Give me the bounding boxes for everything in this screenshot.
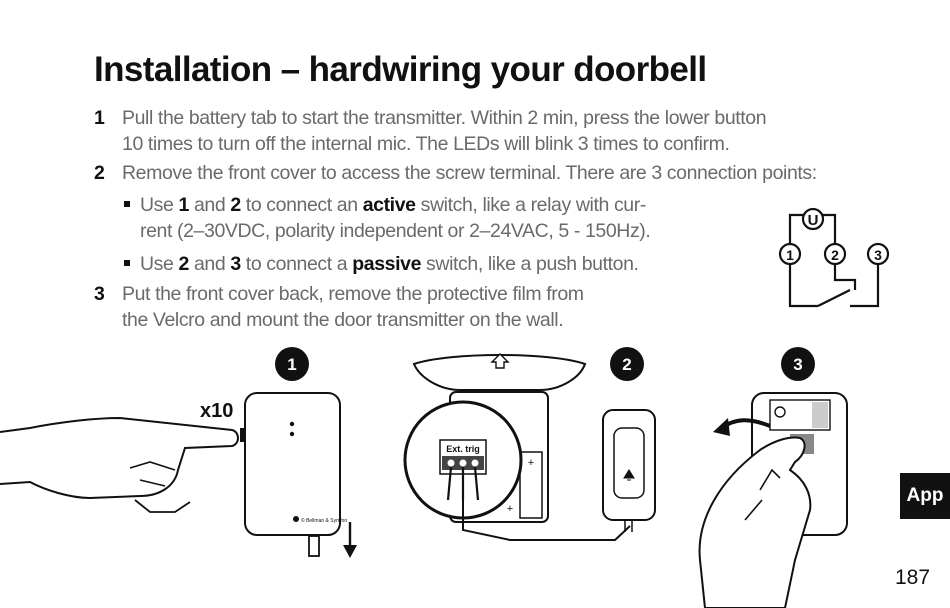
- step-text-line: Pull the battery tab to start the transm…: [122, 107, 767, 129]
- hand-peeling-icon: [698, 436, 812, 608]
- terminal-2-icon: [823, 242, 847, 266]
- page-number: 187: [895, 566, 931, 589]
- arrow-down-icon: [343, 545, 357, 558]
- terminal-u-icon: [801, 207, 825, 231]
- terminal-1-icon: [778, 242, 802, 266]
- wiring-diagram: [778, 207, 890, 308]
- hand-icon: [0, 416, 239, 500]
- terminal-2-label: 2: [831, 247, 839, 263]
- transmitter-device: [244, 392, 341, 536]
- step-number: 2: [94, 162, 105, 184]
- step-text-line: Remove the front cover to access the scr…: [122, 162, 817, 184]
- brand-mark: © Bellman & Symfon: [301, 517, 347, 524]
- figure-2-badge: [610, 347, 644, 381]
- wire: [462, 500, 631, 541]
- battery-tab: [308, 535, 320, 557]
- front-cover: [412, 354, 587, 391]
- figure-1-press-button: 1 x10 © Bellman & Symfon: [0, 347, 357, 558]
- figure-2-badge-label: 2: [622, 355, 631, 374]
- bullet-text-line: Use 2 and 3 to connect a passive switch,…: [140, 253, 639, 275]
- terminal-3-icon: [866, 242, 890, 266]
- figure-3-mount: 3: [698, 347, 848, 608]
- step-text-line: Put the front cover back, remove the pro…: [122, 283, 584, 305]
- step-3: 3 Put the front cover back, remove the p…: [94, 281, 584, 333]
- bullet-passive-switch: Use 2 and 3 to connect a passive switch,…: [124, 251, 639, 277]
- mounting-hole-icon: [774, 406, 786, 418]
- page-title: Installation – hardwiring your doorbell: [94, 50, 707, 89]
- step-text-line: the Velcro and mount the door transmitte…: [122, 309, 564, 331]
- figure-3-badge-label: 3: [793, 355, 802, 374]
- step-text-line: 10 times to turn off the internal mic. T…: [122, 133, 730, 155]
- app-section-tab[interactable]: App: [900, 473, 950, 519]
- figure-1-badge: [275, 347, 309, 381]
- bullet-active-switch: Use 1 and 2 to connect an active switch,…: [124, 192, 651, 244]
- step-number: 1: [94, 107, 105, 129]
- step-number: 3: [94, 283, 105, 305]
- figure-2-wiring: 2 + + Ext. trig: [403, 347, 656, 541]
- svg-text:+: +: [507, 503, 513, 515]
- svg-text:+: +: [528, 457, 534, 469]
- step-1: 1 Pull the battery tab to start the tran…: [94, 105, 767, 157]
- arrow-left-icon: [713, 418, 730, 436]
- bell-icon: [623, 469, 635, 481]
- terminal-3-label: 3: [874, 247, 882, 263]
- terminal-1-label: 1: [786, 247, 794, 263]
- battery-icon: [519, 451, 543, 519]
- step-2: 2 Remove the front cover to access the s…: [94, 160, 817, 186]
- terminal-u-label: U: [808, 212, 819, 229]
- bullet-marker: [124, 260, 130, 266]
- bullet-text-line: rent (2–30VDC, polarity independent or 2…: [140, 220, 651, 242]
- figure-1-badge-label: 1: [287, 355, 296, 374]
- figure-3-badge: [781, 347, 815, 381]
- arrow-up-icon: [490, 353, 510, 369]
- bullet-text-line: Use 1 and 2 to connect an active switch,…: [140, 194, 646, 216]
- bullet-marker: [124, 201, 130, 207]
- terminal-label: Ext. trig: [446, 444, 480, 454]
- press-count-label: x10: [200, 400, 233, 422]
